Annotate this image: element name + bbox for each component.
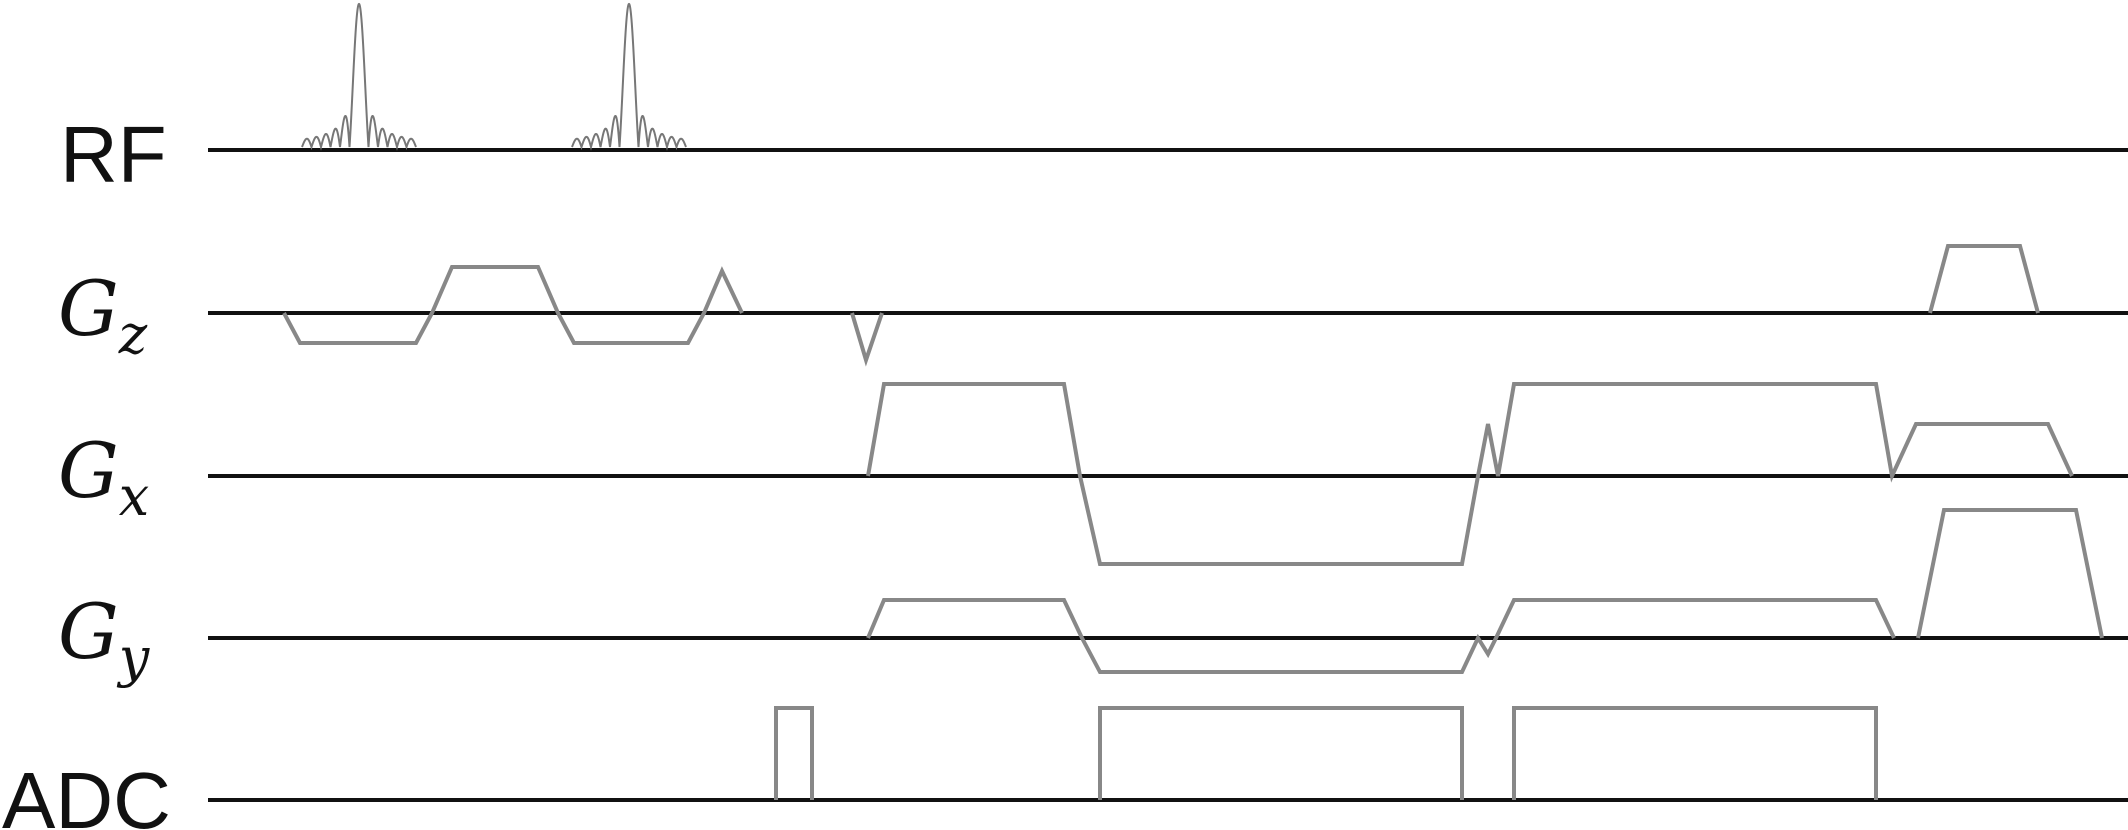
gy-crusher bbox=[1916, 508, 2104, 639]
gz-label-main: G bbox=[58, 264, 119, 353]
adc-window bbox=[774, 706, 814, 800]
gy-label: Gy bbox=[58, 587, 151, 689]
gz-waveform bbox=[282, 265, 744, 345]
gx-label-subscript: x bbox=[119, 465, 149, 528]
rf-sinc-pulse bbox=[571, 2, 687, 151]
gz-spoiler-dip bbox=[850, 312, 884, 367]
adc-window bbox=[1512, 706, 1878, 800]
gx-waveform bbox=[866, 382, 2074, 566]
gz-label: Gz bbox=[58, 264, 148, 366]
gy-label-main: G bbox=[58, 587, 119, 676]
gy-waveform bbox=[866, 598, 1896, 674]
gx-label-main: G bbox=[58, 426, 119, 515]
gy-label-subscript: y bbox=[117, 626, 151, 689]
adc-window bbox=[1098, 706, 1464, 800]
rf-sinc-pulse bbox=[301, 2, 417, 151]
gz-crusher bbox=[1928, 244, 2040, 314]
adc-label: ADC bbox=[2, 756, 171, 830]
gx-label: Gx bbox=[58, 426, 149, 528]
rf-label: RF bbox=[60, 110, 167, 199]
gz-label-subscript: z bbox=[118, 303, 148, 366]
